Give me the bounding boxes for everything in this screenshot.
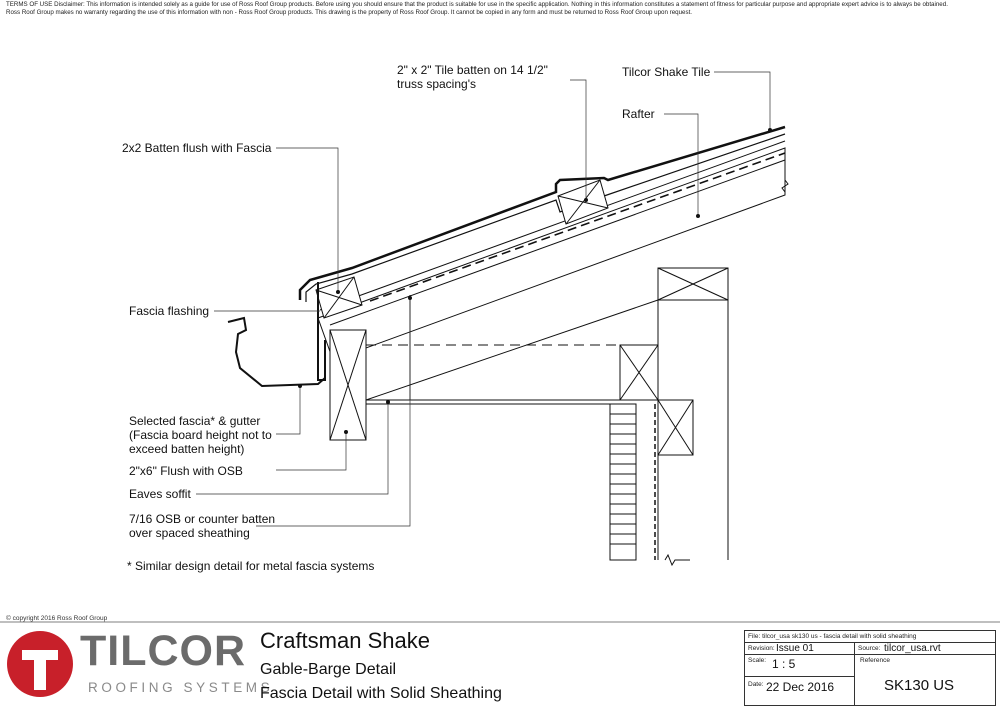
leader-flush-osb <box>276 432 347 471</box>
label-fascia-flashing: Fascia flashing <box>129 304 210 318</box>
label-rafter: Rafter <box>622 107 655 121</box>
fascia-board-2x6 <box>329 329 367 441</box>
tb-date-value: 22 Dec 2016 <box>766 680 835 694</box>
leader-batten-flush <box>276 147 339 292</box>
drawing-subtitle-1: Gable-Barge Detail <box>260 661 397 678</box>
title-block <box>744 630 996 706</box>
leader-tile-batten <box>570 79 587 200</box>
label-eaves-soffit: Eaves soffit <box>129 487 191 501</box>
tb-divider-vertical <box>854 642 855 706</box>
rafter <box>317 147 786 361</box>
label-tile-batten: 2" x 2" Tile batten on 14 1/2" truss spa… <box>397 63 548 91</box>
terms-of-use-disclaimer: TERMS OF USE Disclaimer: This informatio… <box>6 1 996 18</box>
tb-scale-value: 1 : 5 <box>772 657 796 671</box>
break-line-top <box>781 179 789 193</box>
wall-plate-block <box>619 344 659 401</box>
tb-date-label: Date: <box>748 681 764 688</box>
leader-fascia-gutter <box>276 386 301 435</box>
copyright: © copyright 2016 Ross Roof Group <box>6 615 108 622</box>
tilcor-logo-mark <box>7 631 73 697</box>
break-line <box>664 553 690 567</box>
tile-profile <box>298 125 786 300</box>
gutter <box>227 316 326 388</box>
disclaimer-line-2: Ross Roof Group makes no warranty regard… <box>6 9 693 17</box>
leader-rafter <box>664 113 699 216</box>
batten-eaves <box>315 276 363 319</box>
wall-siding <box>609 403 637 561</box>
leader-osb <box>256 298 411 527</box>
brand-name: TILCOR <box>80 627 247 675</box>
label-flush-osb: 2"x6" Flush with OSB <box>129 464 243 478</box>
wall-block <box>657 399 694 456</box>
tb-revision-value: Issue 01 <box>776 643 814 654</box>
top-plate-block <box>657 267 729 301</box>
rafter-inner-line <box>329 159 786 326</box>
tb-scale-label: Scale: <box>748 657 767 664</box>
tb-file: File: tilcor_usa sk130 us - fascia detai… <box>748 633 917 640</box>
tb-reference-label: Reference <box>860 657 890 664</box>
design-note: * Similar design detail for metal fascia… <box>127 559 375 573</box>
label-shake-tile: Tilcor Shake Tile <box>622 65 711 79</box>
label-osb: 7/16 OSB or counter batten over spaced s… <box>129 512 276 540</box>
tb-source-label: Source: <box>858 645 881 652</box>
drawing-subtitle-2: Fascia Detail with Solid Sheathing <box>260 685 502 702</box>
tb-revision-label: Revision: <box>748 645 775 652</box>
sheathing-line <box>319 140 786 311</box>
tb-divider-1 <box>744 642 996 643</box>
underlay-dashed-line <box>369 152 786 302</box>
label-batten-flush: 2x2 Batten flush with Fascia <box>122 141 272 155</box>
tb-divider-3 <box>744 676 854 677</box>
tb-reference-value: SK130 US <box>884 677 955 694</box>
leader-eaves-soffit <box>196 402 389 495</box>
drawing-title: Craftsman Shake <box>260 628 430 653</box>
tb-source-value: tilcor_usa.rvt <box>884 643 941 654</box>
brand-tagline: ROOFING SYSTEMS <box>88 680 274 695</box>
tb-divider-2 <box>744 654 996 655</box>
disclaimer-line-1: TERMS OF USE Disclaimer: This informatio… <box>6 1 948 8</box>
label-fascia-gutter: Selected fascia* & gutter (Fascia board … <box>129 414 272 456</box>
leader-shake-tile <box>714 71 771 130</box>
